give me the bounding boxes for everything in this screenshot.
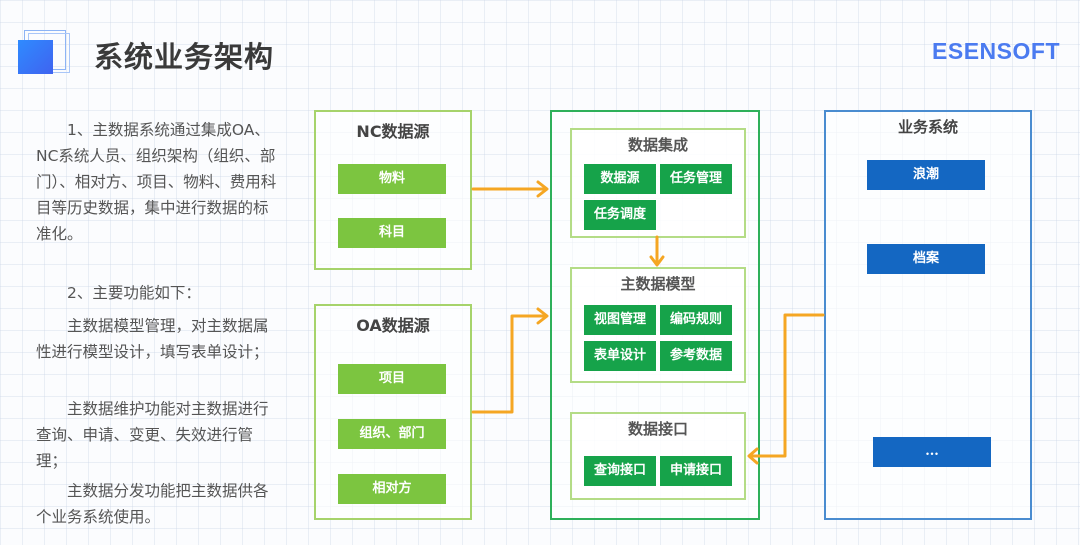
module-item-data-source: 数据源 — [584, 164, 656, 194]
oa-source-title: OA数据源 — [356, 316, 430, 335]
module-item-query-interface: 查询接口 — [584, 456, 656, 486]
module-title: 数据集成 — [627, 136, 688, 154]
paragraph-integration: 1、主数据系统通过集成OA、NC系统人员、组织架构（组织、部门）、相对方、项目、… — [36, 121, 277, 243]
description-paragraph: 主数据分发功能把主数据供各个业务系统使用。 — [36, 478, 282, 530]
logo-square-filled — [18, 40, 53, 74]
master-data-container: 数据集成 数据源 任务管理 任务调度 主数据模型 视图管理 编码规则 表单设计 … — [550, 110, 760, 520]
business-item-inspur: 浪潮 — [867, 160, 985, 190]
description-paragraph: 2、主要功能如下： — [36, 280, 282, 306]
module-title: 主数据模型 — [620, 275, 696, 293]
business-item-archive: 档案 — [867, 244, 985, 274]
business-systems-title: 业务系统 — [897, 118, 958, 136]
description-paragraph: 主数据维护功能对主数据进行查询、申请、变更、失效进行管理； — [36, 396, 282, 474]
brand-logo-text: ESENSOFT — [932, 38, 1060, 64]
description-paragraph: 1、主数据系统通过集成OA、NC系统人员、组织架构（组织、部门）、相对方、项目、… — [36, 117, 282, 247]
module-title: 数据接口 — [627, 420, 688, 438]
module-item-task-scheduling: 任务调度 — [584, 200, 656, 230]
paragraph-functions-heading: 2、主要功能如下： — [67, 284, 201, 302]
arrow-oa-to-model — [471, 307, 549, 414]
module-item-apply-interface: 申请接口 — [660, 456, 732, 486]
paragraph-model-management: 主数据模型管理，对主数据属性进行模型设计，填写表单设计； — [36, 317, 269, 361]
module-data-integration: 数据集成 数据源 任务管理 任务调度 — [570, 128, 746, 238]
module-item-coding-rules: 编码规则 — [660, 305, 732, 335]
oa-source-box: OA数据源 项目 组织、部门 相对方 — [314, 304, 472, 520]
module-item-reference-data: 参考数据 — [660, 341, 732, 371]
nc-item-material: 物料 — [338, 164, 446, 194]
logo-icon — [18, 30, 70, 76]
module-data-interface: 数据接口 查询接口 申请接口 — [570, 412, 746, 500]
paragraph-distribution: 主数据分发功能把主数据供各个业务系统使用。 — [36, 482, 269, 526]
business-item-more: ... — [873, 437, 991, 467]
arrow-nc-to-integration — [471, 180, 549, 198]
nc-source-box: NC数据源 物料 科目 — [314, 110, 472, 270]
oa-item-counterparty: 相对方 — [338, 474, 446, 504]
oa-item-project: 项目 — [338, 364, 446, 394]
description-paragraph: 主数据模型管理，对主数据属性进行模型设计，填写表单设计； — [36, 313, 282, 365]
oa-item-organization: 组织、部门 — [338, 419, 446, 449]
module-item-task-management: 任务管理 — [660, 164, 732, 194]
module-item-view-management: 视图管理 — [584, 305, 656, 335]
page-title: 系统业务架构 — [94, 40, 275, 74]
module-item-form-design: 表单设计 — [584, 341, 656, 371]
module-master-data-model: 主数据模型 视图管理 编码规则 表单设计 参考数据 — [570, 267, 746, 383]
nc-source-title: NC数据源 — [356, 122, 430, 141]
paragraph-maintenance: 主数据维护功能对主数据进行查询、申请、变更、失效进行管理； — [36, 400, 269, 470]
nc-item-subject: 科目 — [338, 218, 446, 248]
business-systems-box: 业务系统 浪潮 档案 ... — [824, 110, 1032, 520]
arrow-business-to-interface — [747, 313, 825, 465]
